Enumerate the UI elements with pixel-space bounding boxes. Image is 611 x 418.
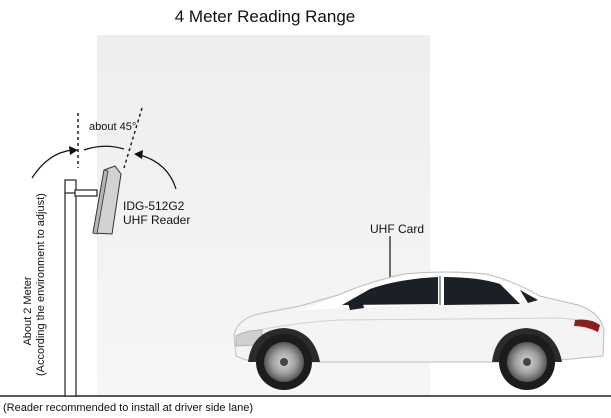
uhf-card-label: UHF Card [370, 222, 425, 236]
angle-label: about 45° [89, 121, 137, 133]
reader-pole [64, 179, 98, 397]
install-footnote: (Reader recommended to install at driver… [3, 402, 254, 414]
car [233, 271, 605, 390]
reader-model-label: IDG-512G2 [123, 199, 185, 213]
uhf-reader-device [92, 165, 122, 235]
car-windows [342, 277, 438, 305]
mounting-height-label: About 2 Meter (According the environment… [22, 193, 48, 376]
height-label-line2: (According the environment to adjust) [35, 193, 47, 376]
height-label-line1: About 2 Meter [22, 276, 34, 346]
reader-type-label: UHF Reader [123, 213, 191, 227]
angle-arc [83, 145, 125, 151]
right-rotation-arrow [134, 150, 177, 190]
diagram-title: 4 Meter Reading Range [174, 7, 356, 26]
tilt-reference-line [123, 107, 143, 169]
left-rotation-arrow [31, 146, 78, 179]
